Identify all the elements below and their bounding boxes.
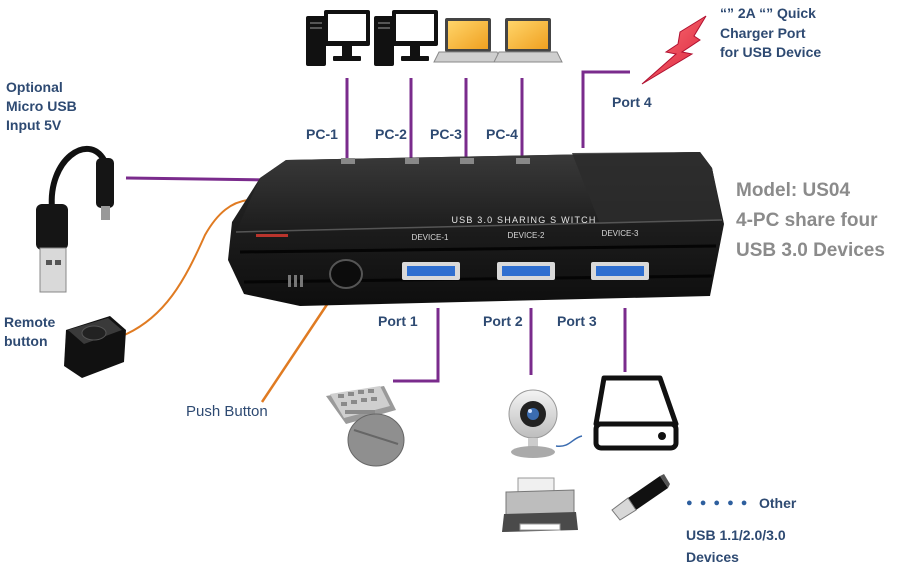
pc3-label: PC-3 <box>430 126 462 142</box>
remote-label-line-1: Remote <box>4 314 56 330</box>
usb-flash-drive-icon <box>611 474 670 521</box>
webcam-icon <box>508 389 583 458</box>
other-desc-line-2: Devices <box>686 549 739 565</box>
usb-port-1 <box>402 262 460 280</box>
remote-cable <box>121 199 249 337</box>
pc2-label: PC-2 <box>375 126 407 142</box>
laptop-icon <box>433 18 503 63</box>
other-desc-line-1: USB 1.1/2.0/3.0 <box>686 527 786 543</box>
micro-usb-label-line-1: Optional <box>6 79 63 95</box>
model-line-2: 4-PC share four <box>736 210 878 231</box>
pc4-label: PC-4 <box>486 126 518 142</box>
port1-connector <box>393 308 440 383</box>
port1-label: Port 1 <box>378 313 418 329</box>
device-title: USB 3.0 SHARING S WITCH <box>451 215 596 225</box>
laptop-icon <box>493 18 563 63</box>
pc1-label: PC-1 <box>306 126 338 142</box>
port4-label: Port 4 <box>612 94 652 110</box>
model-line-1: Model: US04 <box>736 180 851 201</box>
push-button-knob <box>329 259 363 289</box>
lightning-icon <box>641 15 707 85</box>
model-line-3: USB 3.0 Devices <box>736 240 885 261</box>
port3-label: Port 3 <box>557 313 597 329</box>
device-2-label: DEVICE-2 <box>508 231 545 240</box>
charger-label-line-1: “” 2A “” Quick <box>720 5 816 21</box>
remote-label-line-2: button <box>4 333 48 349</box>
charger-label-line-2: Charger Port <box>720 25 806 41</box>
desktop-pc-icon <box>306 10 370 66</box>
usb-port-2 <box>497 262 555 280</box>
micro-usb-cable-icon <box>36 145 114 293</box>
micro-usb-label-line-2: Micro USB <box>6 98 77 114</box>
usb-port-3 <box>591 262 649 280</box>
push-button-pointer <box>260 287 340 403</box>
device-3-label: DEVICE-3 <box>602 229 639 238</box>
push-button-label: Push Button <box>186 403 268 420</box>
hard-drive-icon <box>593 375 679 451</box>
printer-icon <box>502 477 578 532</box>
port2-label: Port 2 <box>483 313 523 329</box>
keyboard-mouse-icon <box>326 386 405 467</box>
micro-usb-label-line-3: Input 5V <box>6 117 62 133</box>
charger-label-line-3: for USB Device <box>720 44 822 60</box>
remote-button-icon <box>64 316 126 378</box>
device-1-label: DEVICE-1 <box>412 233 449 242</box>
micro-usb-connector <box>125 176 271 182</box>
other-label: Other <box>759 495 797 511</box>
other-dots: ● ● ● ● ● <box>686 497 750 509</box>
port4-connector <box>581 70 630 148</box>
desktop-pc-icon <box>374 10 438 66</box>
connector-lines <box>125 70 630 383</box>
usb-sharing-switch: USB 3.0 SHARING S WITCH DEVICE-1 DEVICE-… <box>228 152 724 306</box>
